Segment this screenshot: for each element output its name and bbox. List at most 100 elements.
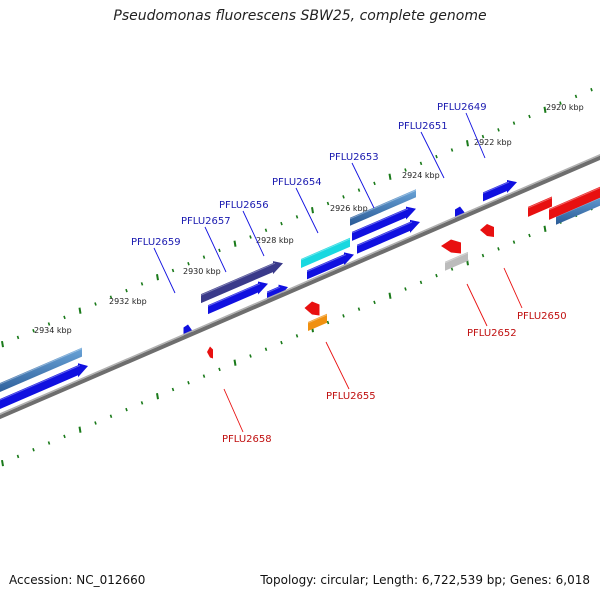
scale-tick-top: [388, 173, 392, 180]
scale-tick-bottom: [140, 401, 144, 405]
gene-reverse-small: [441, 239, 461, 254]
callout-line: [325, 341, 350, 390]
gene-reverse: [445, 251, 468, 271]
scale-label: 2926 kbp: [330, 204, 368, 213]
gene-reverse-highlight: [307, 314, 328, 324]
backbone-highlight: [0, 153, 600, 415]
scale-label: 2934 kbp: [34, 326, 72, 335]
scale-tick-bottom: [450, 267, 454, 271]
gene-label-forward: PFLU2649: [437, 102, 487, 113]
backbone-line: [0, 155, 600, 420]
scale-tick-top: [187, 262, 190, 266]
scale-tick-top: [574, 94, 578, 99]
scale-tick-bottom: [357, 307, 361, 311]
gene-forward: [357, 219, 420, 254]
gene-forward-highlight: [300, 238, 351, 261]
homology-bar-mid: [350, 189, 416, 226]
callout-line: [503, 267, 523, 309]
gene-label-forward: PFLU2659: [131, 237, 181, 248]
scale-tick-bottom: [404, 287, 407, 291]
scale-tick-top: [233, 240, 237, 247]
scale-tick-top: [109, 295, 113, 300]
callout-line: [466, 283, 488, 327]
scale-tick-bottom: [171, 387, 175, 392]
homology-bar-mid-highlight: [349, 189, 417, 220]
gene-forward-highlight: [207, 283, 261, 307]
scale-tick-top: [47, 322, 51, 326]
gene-forward-highlight: [200, 262, 276, 296]
gene-label-forward: PFLU2657: [181, 216, 231, 227]
scale-tick-bottom: [78, 426, 82, 433]
callout-line: [351, 162, 375, 209]
scale-tick-top: [404, 168, 407, 172]
scale-tick-top: [295, 215, 299, 219]
gene-label-forward: PFLU2654: [272, 177, 322, 188]
scale-tick-top: [264, 228, 268, 233]
scale-tick-bottom: [388, 292, 392, 299]
scale-tick-top: [590, 87, 593, 92]
scale-tick-top: [311, 207, 314, 214]
gene-reverse: [528, 196, 552, 217]
scale-tick-bottom: [543, 225, 547, 232]
scale-tick-top: [543, 106, 547, 113]
scale-tick-bottom: [16, 454, 20, 459]
gene-label-reverse: PFLU2650: [517, 311, 567, 322]
scale-tick-top: [16, 335, 20, 340]
gene-forward-highlight: [0, 364, 81, 401]
scale-label: 2928 kbp: [256, 236, 294, 245]
scale-tick-bottom: [32, 447, 35, 452]
homology-bar-left-highlight: [0, 348, 83, 385]
scale-tick-bottom: [109, 414, 113, 419]
gene-label-forward: PFLU2651: [398, 121, 448, 132]
scale-tick-bottom: [202, 374, 206, 378]
scale-tick-top: [419, 161, 423, 166]
gene-reverse-highlight: [444, 252, 469, 264]
scale-tick-top: [218, 248, 221, 253]
scale-label: 2920 kbp: [546, 103, 584, 112]
callout-line: [465, 112, 486, 159]
scale-tick-top: [94, 302, 97, 306]
scale-tick-top: [156, 274, 159, 281]
scale-tick-bottom: [373, 300, 376, 305]
scale-tick-bottom: [528, 233, 531, 238]
scale-tick-bottom: [218, 367, 221, 372]
scale-tick-top: [450, 148, 454, 152]
scale-tick-top: [32, 328, 35, 333]
topology-text: Topology: circular; Length: 6,722,539 bp…: [260, 573, 590, 587]
gene-forward: [483, 179, 517, 202]
scale-tick-bottom: [497, 247, 500, 251]
gene-label-forward: PFLU2653: [329, 152, 379, 163]
scale-tick-bottom: [419, 280, 423, 285]
gene-reverse-small: [304, 301, 320, 316]
gene-forward-highlight: [482, 181, 510, 194]
scale-tick-bottom: [264, 347, 268, 352]
homology-bar-left: [0, 347, 82, 393]
gene-label-reverse: PFLU2655: [326, 391, 376, 402]
map-title: Pseudomonas fluorescens SBW25, complete …: [113, 8, 487, 24]
scale-tick-top: [171, 268, 175, 273]
gene-reverse-small: [207, 346, 213, 359]
scale-tick-top: [373, 181, 376, 186]
callout-line: [204, 226, 227, 273]
gene-label-reverse: PFLU2658: [222, 434, 272, 445]
gene-label-reverse: PFLU2652: [467, 328, 517, 339]
scale-tick-bottom: [156, 393, 159, 400]
scale-tick-top: [435, 154, 438, 159]
gene-reverse-highlight: [527, 197, 553, 209]
scale-tick-bottom: [63, 434, 66, 439]
scale-tick-bottom: [280, 340, 283, 345]
scale-tick-top: [202, 255, 206, 259]
gene-reverse-small: [480, 224, 494, 237]
scale-tick-bottom: [512, 240, 516, 244]
gene-reverse: [308, 313, 327, 331]
callout-line: [223, 388, 244, 433]
scale-tick-top: [342, 195, 345, 199]
gene-forward-highlight: [306, 254, 347, 272]
callout-line: [242, 210, 265, 257]
scale-tick-bottom: [47, 441, 51, 445]
scale-tick-top: [280, 221, 283, 226]
scale-tick-top: [78, 307, 82, 314]
scale-label: 2930 kbp: [183, 267, 221, 276]
scale-tick-top: [466, 140, 469, 147]
